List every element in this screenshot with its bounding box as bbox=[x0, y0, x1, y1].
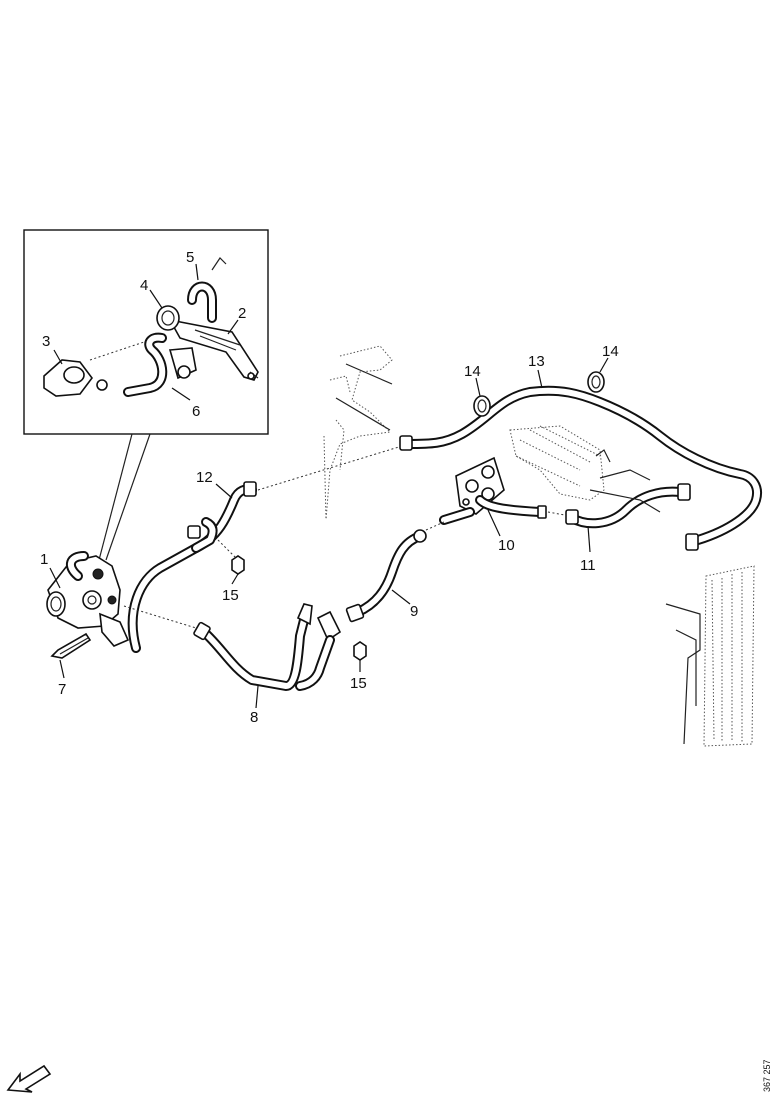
hose-12 bbox=[127, 445, 403, 653]
callout-5: 5 bbox=[186, 249, 194, 266]
reference-code: 367 257 bbox=[762, 1059, 772, 1092]
clamp-14-left bbox=[473, 395, 491, 417]
hose-9 bbox=[345, 529, 427, 623]
callout-12: 12 bbox=[196, 469, 213, 486]
direction-arrow-icon bbox=[6, 1064, 52, 1093]
callout-13: 13 bbox=[528, 353, 545, 370]
clamp-14-right bbox=[587, 371, 605, 393]
callout-6: 6 bbox=[192, 403, 200, 420]
thermostat-housing bbox=[46, 551, 130, 647]
callout-9: 9 bbox=[410, 603, 418, 620]
inset-sensor-3 bbox=[43, 339, 151, 397]
callouts: 1 2 3 4 5 6 7 8 9 10 11 12 13 14 14 15 1… bbox=[40, 249, 619, 726]
hose-13 bbox=[399, 385, 762, 551]
callout-14-left: 14 bbox=[464, 363, 481, 380]
clip-15-upper bbox=[217, 539, 245, 575]
inset-cap-4 bbox=[156, 305, 180, 331]
inset-hose-6 bbox=[123, 332, 197, 397]
callout-15-lower: 15 bbox=[350, 675, 367, 692]
clip-15-lower bbox=[353, 641, 367, 661]
callout-10: 10 bbox=[498, 537, 515, 554]
body-structure-left bbox=[323, 345, 393, 521]
callout-1: 1 bbox=[40, 551, 48, 568]
callout-8: 8 bbox=[250, 709, 258, 726]
callout-4: 4 bbox=[140, 277, 148, 294]
pipe-10 bbox=[425, 456, 571, 531]
callout-14-right: 14 bbox=[602, 343, 619, 360]
hose-11 bbox=[565, 483, 691, 529]
callout-3: 3 bbox=[42, 333, 50, 350]
callout-11: 11 bbox=[580, 557, 596, 574]
radiator bbox=[665, 565, 755, 747]
callout-15-upper: 15 bbox=[222, 587, 239, 604]
callout-7: 7 bbox=[58, 681, 66, 698]
bolt-7 bbox=[50, 632, 92, 659]
hose-8 bbox=[123, 603, 342, 691]
inset-bracket-2 bbox=[168, 318, 259, 381]
leader-lines bbox=[49, 263, 609, 709]
inset-clip-5 bbox=[187, 257, 227, 323]
engine-block bbox=[509, 425, 661, 513]
callout-2: 2 bbox=[238, 305, 246, 322]
